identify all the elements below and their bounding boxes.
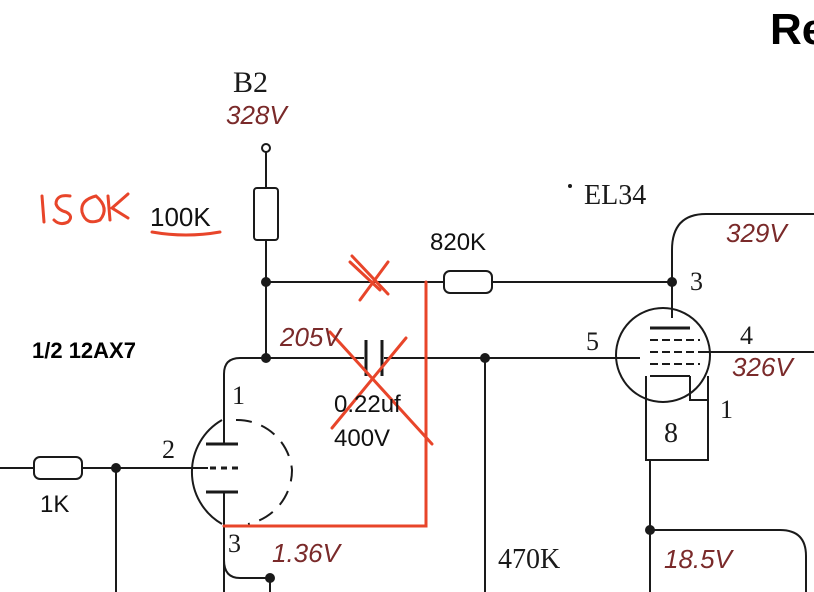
cathode-voltage: 1.36V — [272, 538, 343, 568]
page-title-fragment: Re — [770, 5, 814, 54]
cross-mark-820k — [348, 254, 390, 302]
el34-pin-1: 1 — [720, 395, 733, 424]
triode-envelope — [190, 419, 223, 525]
el34-label: EL34 — [584, 180, 646, 211]
underline-mark — [150, 230, 222, 237]
b2-terminal — [261, 143, 271, 153]
b2-label: B2 — [233, 66, 268, 99]
plate-resistor-value: 100K — [150, 202, 211, 232]
markup-layer — [150, 230, 434, 528]
tube-label-12ax7: 1/2 12AX7 — [32, 338, 136, 363]
el34-plate-voltage: 329V — [726, 218, 789, 248]
triode-pin-1: 1 — [232, 381, 245, 410]
grid-resistor — [33, 456, 83, 480]
handwritten-150k — [40, 192, 130, 226]
bias-resistor-value: 470K — [498, 544, 560, 575]
el34-cathode-voltage: 18.5V — [664, 544, 735, 574]
new-wire-mark — [222, 280, 428, 528]
junction-dots — [111, 184, 677, 583]
cap-voltage-rating: 400V — [334, 425, 390, 452]
triode-pin-2: 2 — [162, 435, 175, 464]
el34-pin-8: 8 — [664, 418, 678, 449]
cap-value: 0.22uf — [334, 391, 401, 418]
wires — [0, 143, 814, 592]
grid-resistor-value: 1K — [40, 491, 69, 518]
triode-pin-3: 3 — [228, 529, 241, 558]
coupling-resistor-value: 820K — [430, 229, 486, 256]
el34-envelope — [615, 307, 711, 403]
el34-pin-5: 5 — [586, 327, 599, 356]
el34-pin-4: 4 — [740, 321, 753, 350]
plate-resistor — [253, 187, 279, 241]
cross-mark-cap — [328, 330, 434, 446]
el34-screen-voltage: 326V — [732, 352, 795, 382]
b2-voltage: 328V — [226, 100, 289, 130]
coupling-resistor — [443, 270, 493, 294]
plate-voltage: 205V — [279, 322, 343, 352]
el34-pin-3: 3 — [690, 267, 703, 296]
